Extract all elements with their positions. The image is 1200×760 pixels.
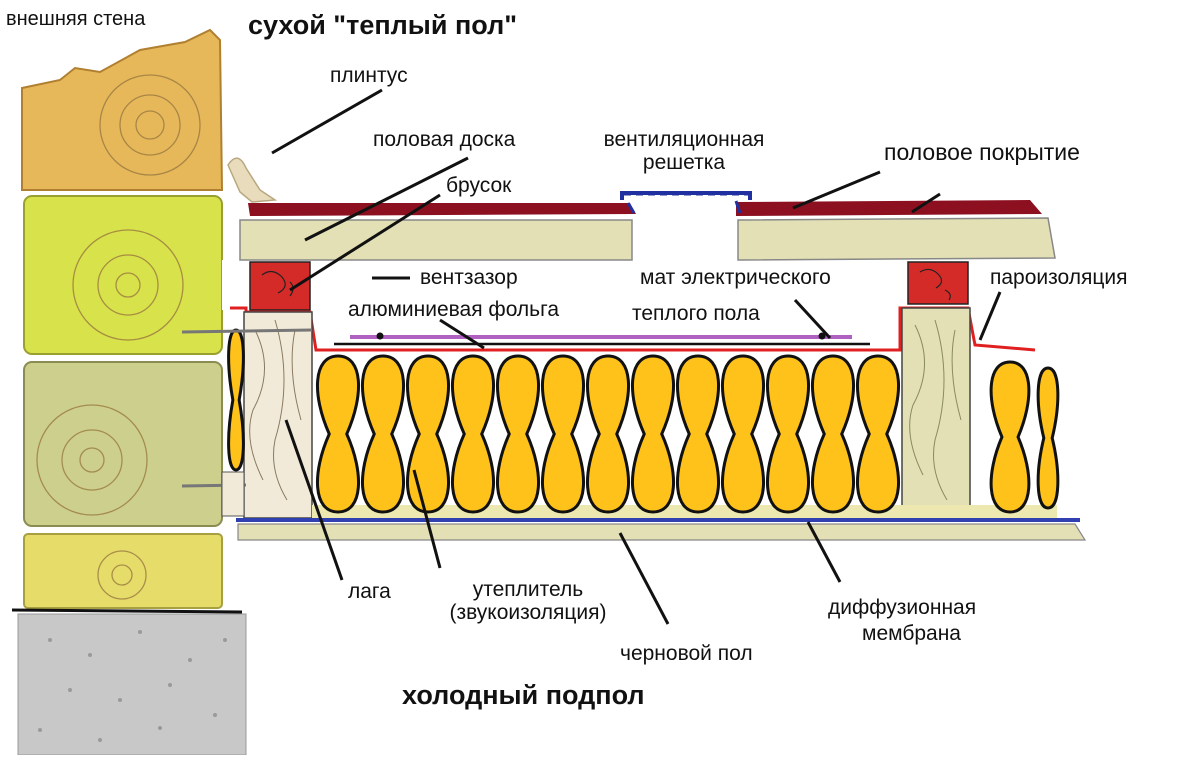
heating-mat-label-line1: мат электрического xyxy=(640,266,831,289)
timber-bar-left xyxy=(249,261,311,311)
leader-lines xyxy=(271,88,1002,625)
vent-grille-label-line2: решетка xyxy=(642,151,726,175)
subfloor-label: черновой пол xyxy=(620,642,753,665)
wall-block-olive xyxy=(23,361,223,527)
vent-grille xyxy=(620,191,752,214)
vapor-barrier-label: пароизоляция xyxy=(990,266,1128,289)
floor-covering-left xyxy=(248,203,636,216)
wall-block-green xyxy=(23,195,223,355)
vent-grille-label-line1: вентиляционная xyxy=(603,128,765,151)
heating-mat-label-line2: теплого пола xyxy=(632,302,760,325)
insulation-loop xyxy=(360,354,406,514)
insulation xyxy=(227,328,1060,519)
floor-covering-label: половое покрытие xyxy=(884,139,1080,165)
insulation-loop xyxy=(855,354,901,514)
vent-grille-label: вентиляционная решетка xyxy=(584,128,784,174)
floor-board-left xyxy=(239,219,633,261)
insulation-loop xyxy=(675,354,721,514)
aluminum-foil-label: алюминиевая фольга xyxy=(348,298,559,321)
vent-gap-label: вентзазор xyxy=(420,266,518,289)
insulation-loop xyxy=(227,328,245,472)
floor-board-right xyxy=(737,217,1056,261)
insulation-label: утеплитель (звукоизоляция) xyxy=(408,578,648,624)
outer-wall-label: внешняя стена xyxy=(6,8,146,30)
wall-block-top xyxy=(21,28,224,191)
insulation-loop xyxy=(630,354,676,514)
insulation-loop xyxy=(810,354,856,514)
insulation-loop xyxy=(405,354,451,514)
subfloor-board xyxy=(237,523,1087,541)
skirting-board xyxy=(227,157,278,203)
timber-bar-right xyxy=(907,261,969,305)
insulation-label-line2: (звукоизоляция) xyxy=(449,601,607,625)
membrane-label-line2: мембрана xyxy=(862,622,961,645)
membrane-label-line1: диффузионная xyxy=(828,596,977,619)
insulation-loop xyxy=(495,354,541,514)
diagram-title: сухой "теплый пол" xyxy=(248,10,518,40)
cold-underfloor-label: холодный подпол xyxy=(402,680,645,710)
insulation-loop xyxy=(315,354,361,514)
floor-covering-right xyxy=(736,200,1042,216)
insulation-loop xyxy=(1036,366,1060,510)
insulation-loop xyxy=(540,354,586,514)
foundation-line xyxy=(11,608,243,614)
insulation-label-line1: утеплитель xyxy=(472,578,584,601)
bar-label: брусок xyxy=(446,174,512,197)
insulation-loop xyxy=(989,360,1031,514)
outer-wall xyxy=(11,28,247,756)
insulation-loop xyxy=(450,354,496,514)
floor-board-label: половая доска xyxy=(373,128,516,151)
skirting-label: плинтус xyxy=(330,64,408,87)
concrete-foundation xyxy=(17,613,247,756)
joist-label: лага xyxy=(348,580,391,603)
insulation-loop xyxy=(720,354,766,514)
joist-right xyxy=(901,307,971,519)
insulation-loop xyxy=(765,354,811,514)
joist-left xyxy=(243,311,313,519)
wall-block-bottom xyxy=(23,533,223,609)
insulation-loop xyxy=(585,354,631,514)
